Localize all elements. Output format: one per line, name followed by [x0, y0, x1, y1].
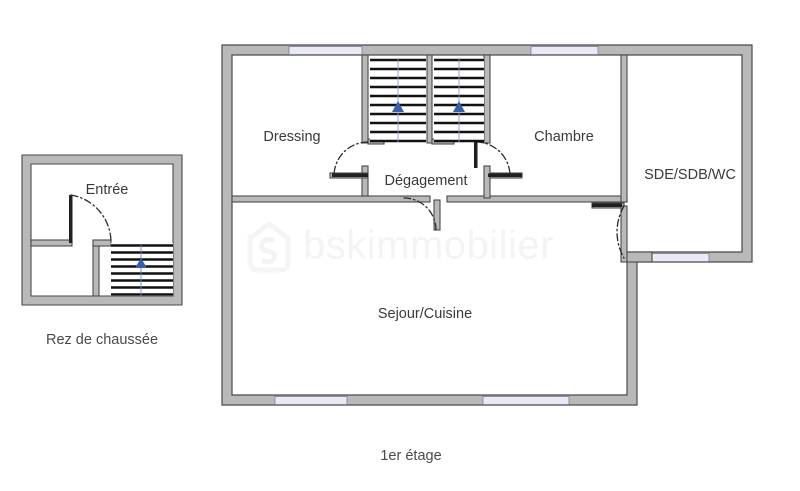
wall-sejour-top-left — [231, 195, 431, 203]
room-label-entree: Entrée — [86, 182, 129, 198]
window-top-chambre — [530, 46, 599, 55]
wall-dressing-right-upper — [361, 54, 369, 144]
sdb-door-arc — [616, 205, 625, 259]
wall-chambre-right — [620, 54, 628, 203]
room-label-sde-sdb-wc: SDE/SDB/WC — [644, 167, 736, 183]
wall-stair-divider — [426, 54, 433, 144]
wall-degagement-door-jamb-down — [433, 199, 441, 231]
wall-sejour-top-right — [446, 195, 628, 203]
room-label-dressing: Dressing — [263, 129, 320, 145]
degagement-door-arc — [403, 197, 437, 231]
room-label-chambre: Chambre — [534, 129, 594, 145]
chambre-door-arc — [475, 141, 511, 177]
ground-staircase — [111, 243, 173, 296]
ground-stair-up-arrow-icon — [135, 258, 147, 268]
caption-ground-floor: Rez de chaussée — [46, 332, 158, 348]
plan-ground-floor: Entrée Rez de chaussée — [21, 154, 183, 348]
room-label-sejour-cuisine: Sejour/Cuisine — [378, 306, 472, 322]
window-bottom-left — [274, 396, 348, 405]
house-logo-outline — [247, 220, 291, 273]
dressing-door-leaf — [332, 173, 368, 177]
stair-right-up-arrow-icon — [453, 101, 465, 112]
wall-chambre-left-lower — [483, 165, 491, 199]
window-bottom-right — [482, 396, 570, 405]
ground-partition-horizontal — [30, 239, 73, 247]
chambre-door-hinge-leaf — [474, 142, 478, 168]
watermark: bskimmobilier — [247, 220, 554, 273]
chambre-door-leaf — [488, 173, 522, 177]
wall-wing-bottom-return — [626, 251, 653, 263]
window-top-dressing — [288, 46, 363, 55]
ground-partition-jog — [92, 239, 112, 247]
sdb-door-leaf — [592, 203, 622, 207]
house-logo-glyph — [259, 237, 277, 265]
first-floor-staircase-right — [434, 58, 484, 143]
caption-first-floor: 1er étage — [380, 448, 441, 464]
window-wing-bottom — [651, 253, 710, 262]
entry-door-leaf — [69, 195, 73, 243]
room-label-degagement: Dégagement — [384, 173, 467, 189]
house-logo-icon — [247, 220, 291, 273]
ground-partition-vertical — [92, 242, 100, 297]
stair-left-up-arrow-icon — [392, 101, 404, 112]
plan-first-floor: Dressing Dégagement Chambre SDE/SDB/WC S… — [221, 44, 753, 464]
first-floor-staircase-left — [370, 58, 426, 143]
wall-dressing-right-lower — [361, 165, 369, 197]
wall-chambre-left-upper — [483, 54, 491, 144]
watermark-text: bskimmobilier — [303, 224, 554, 268]
entry-door-arc — [70, 194, 112, 244]
dressing-door-arc — [333, 141, 369, 177]
